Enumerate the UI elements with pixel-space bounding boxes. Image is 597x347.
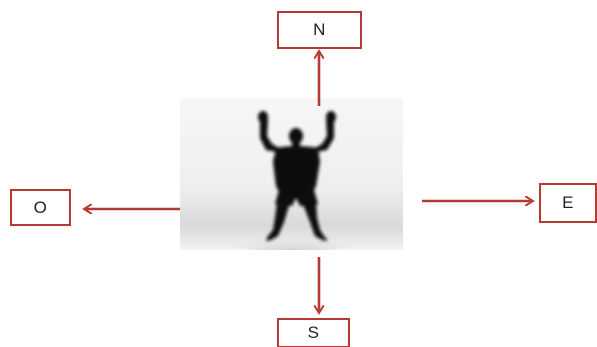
south-label-box: S: [277, 318, 350, 347]
west-label: O: [33, 197, 48, 217]
person-silhouette-icon: [222, 111, 362, 250]
north-label-box: N: [277, 11, 362, 49]
north-label: N: [313, 20, 326, 39]
west-label-box: O: [10, 189, 71, 226]
person-silhouette-image: [180, 98, 403, 250]
east-label-box: E: [539, 183, 597, 223]
east-label: E: [562, 193, 574, 212]
south-label: S: [307, 323, 320, 342]
